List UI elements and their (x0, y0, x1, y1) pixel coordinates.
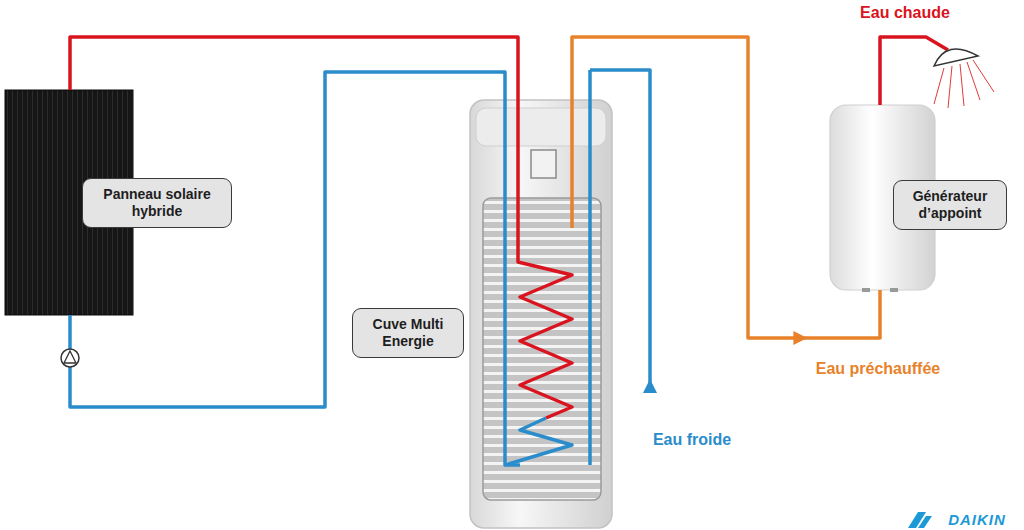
pipe-line (572, 37, 880, 338)
pipe-line (70, 37, 518, 100)
water-label: Eau froide (653, 431, 731, 449)
hot-water-pipe (880, 37, 948, 105)
tank-pipes (570, 100, 574, 228)
pipe-line (70, 72, 505, 407)
component: Générateur d’appoint (830, 105, 935, 290)
tank-pipes (518, 100, 572, 418)
component: Cuve Multi Energie (470, 100, 612, 528)
shower-head (934, 49, 978, 66)
daikin-logo-mark (918, 516, 932, 528)
pipe-connector (70, 72, 505, 407)
pipe-connector (70, 37, 518, 100)
tank (476, 108, 606, 146)
backup-heater (890, 288, 898, 292)
flow-arrowhead (793, 331, 807, 345)
pump-symbol (64, 351, 76, 363)
tank (531, 150, 556, 178)
shower-head (934, 49, 994, 108)
component-label: Générateur d’appoint (893, 180, 1007, 230)
tank-pipes (588, 70, 592, 465)
cold-water-pipe (590, 70, 650, 386)
pump-symbol (61, 349, 79, 367)
cold-water-pipe (590, 70, 657, 393)
component: Panneau solaire hybride (5, 90, 133, 315)
daikin-logo-mark (908, 512, 932, 528)
hot-water-pipe (880, 37, 948, 105)
component-label: Panneau solaire hybride (82, 178, 232, 228)
flow-label: Eau préchauffée (816, 360, 940, 378)
cold-water-pipe (643, 379, 657, 393)
brand-logo: DAIKIN (948, 511, 1006, 528)
tank-pipes (505, 418, 572, 465)
component-label: Cuve Multi Energie (352, 308, 464, 358)
tank-pipes (505, 70, 590, 465)
backup-heater (862, 288, 870, 292)
pipe-connector (572, 37, 880, 345)
water-label: Eau chaude (860, 4, 950, 22)
